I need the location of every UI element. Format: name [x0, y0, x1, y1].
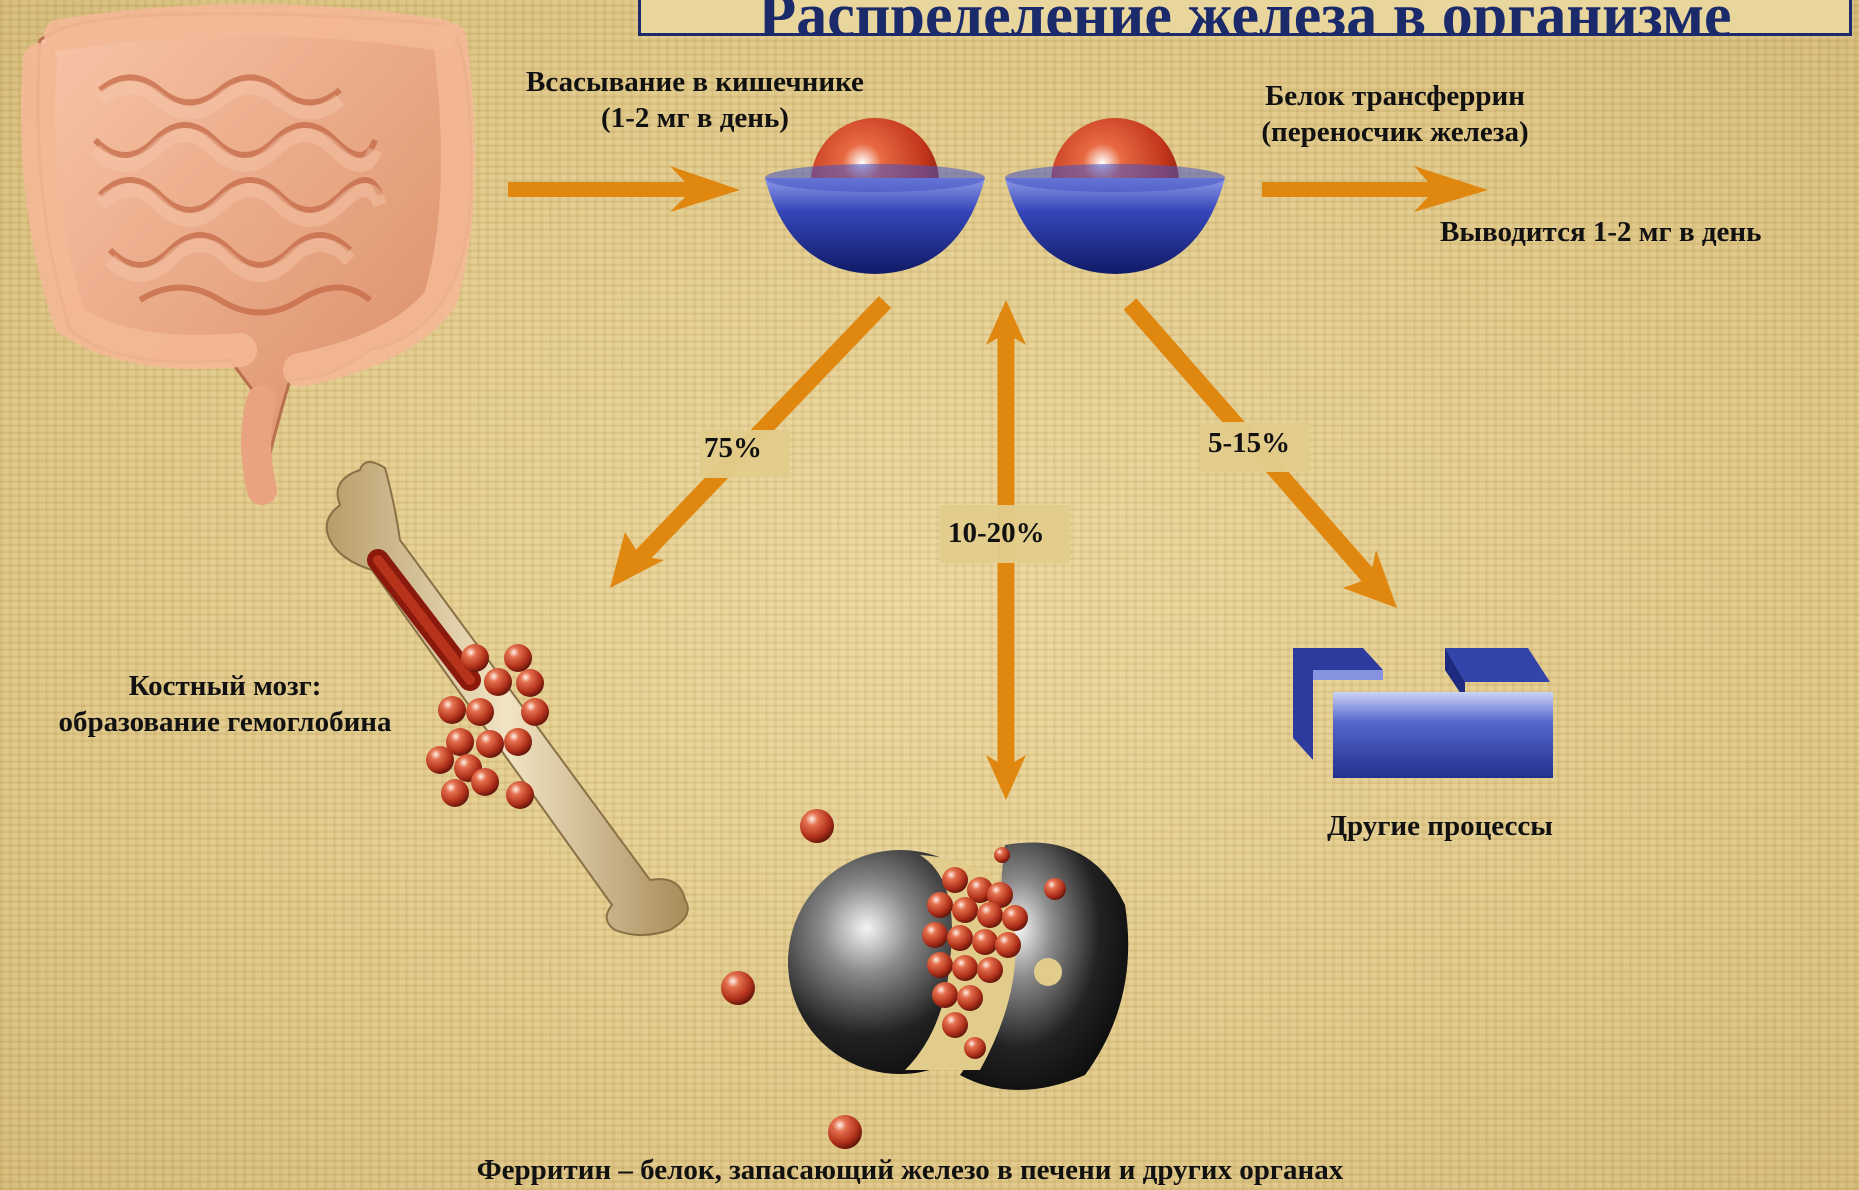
- percent-marrow-label: 75%: [704, 430, 762, 466]
- marrow-label-line1: Костный мозг:: [0, 668, 450, 704]
- transferrin-icon: [765, 118, 1225, 274]
- absorption-label-line2: (1-2 мг в день): [470, 100, 920, 136]
- transferrin-label: Белок трансферрин (переносчик железа): [1180, 78, 1610, 150]
- transferrin-label-line1: Белок трансферрин: [1180, 78, 1610, 114]
- percent-other-label: 5-15%: [1208, 425, 1290, 461]
- transferrin-label-line2: (переносчик железа): [1180, 114, 1610, 150]
- absorption-label: Всасывание в кишечнике (1-2 мг в день): [470, 64, 920, 136]
- absorption-label-line1: Всасывание в кишечнике: [470, 64, 920, 100]
- excretion-label: Выводится 1-2 мг в день: [1440, 214, 1761, 250]
- arrow-absorption: [508, 166, 740, 212]
- percent-ferritin-label: 10-20%: [948, 515, 1045, 551]
- arrow-excretion: [1262, 166, 1488, 212]
- ferritin-label: Ферритин – белок, запасающий железо в пе…: [260, 1152, 1560, 1188]
- marrow-label-line2: образование гемоглобина: [0, 704, 450, 740]
- other-processes-label: Другие процессы: [1250, 808, 1630, 844]
- intestine-icon: [38, 14, 471, 490]
- ferritin-icon: [721, 809, 1128, 1149]
- other-processes-icon: [1293, 648, 1553, 778]
- marrow-label: Костный мозг: образование гемоглобина: [0, 668, 450, 740]
